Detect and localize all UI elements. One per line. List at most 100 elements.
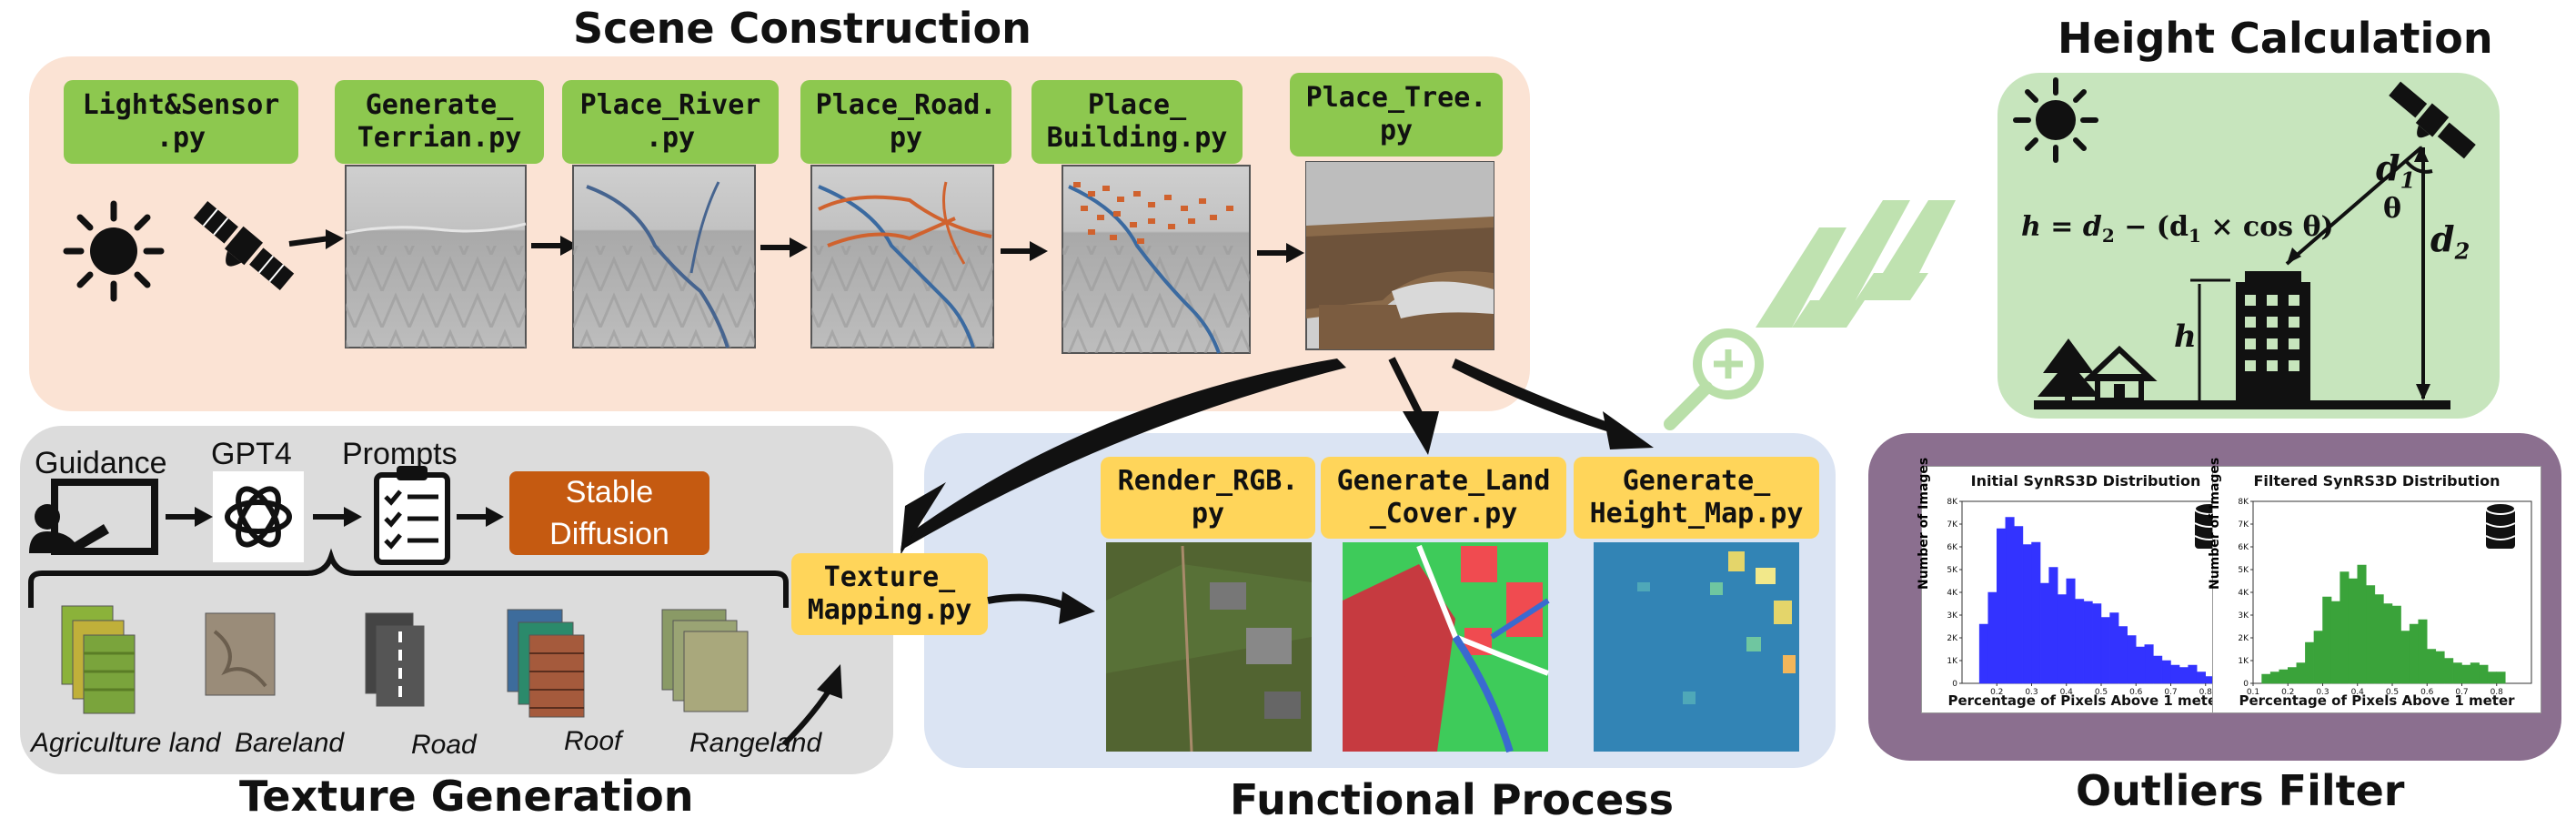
outliers-filter-title: Outliers Filter (2076, 766, 2405, 815)
checklist-icon (374, 466, 450, 565)
d2-label: d2 (2430, 218, 2470, 265)
histogram-bar (2109, 612, 2119, 684)
x-tick-label: 0.2 (1990, 688, 2003, 697)
y-tick-label: 1K (2238, 657, 2249, 666)
x-tick-label: 0.4 (2351, 688, 2365, 697)
histogram-bar (2313, 631, 2323, 684)
histogram-bar (2444, 658, 2454, 684)
texture-generation-panel (20, 426, 893, 774)
histogram-bar (2039, 582, 2049, 684)
y-tick-label: 4K (2238, 589, 2249, 598)
gpt4-logo-icon (213, 471, 304, 562)
agriculture-texture (61, 605, 136, 714)
guidance-label: Guidance (35, 446, 167, 480)
y-tick-label: 1K (1947, 657, 1958, 666)
y-tick-label: 8K (2238, 498, 2249, 507)
x-tick-label: 0.5 (2386, 688, 2399, 697)
sun-icon (63, 200, 165, 302)
height-formula: h = d2 − (d1 × cos θ) (2021, 211, 2334, 247)
generate-land-cover-step: Generate_Land _Cover.py (1321, 457, 1566, 539)
histogram-bar (2288, 667, 2298, 684)
histogram-bar (2100, 617, 2110, 684)
light-sensor-step: Light&Sensor .py (64, 80, 298, 164)
zoom-in-icon (1664, 328, 1764, 430)
histogram-bar (2435, 651, 2445, 684)
histogram-bar (2127, 635, 2137, 684)
filtered-chart-title: Filtered SynRS3D Distribution (2253, 472, 2501, 490)
river-tile (572, 165, 756, 348)
arrow-satellite-terrain (288, 236, 330, 247)
histogram-bar (2479, 664, 2489, 684)
histogram-bar (2496, 671, 2506, 684)
satellite-icon (193, 200, 295, 291)
place-road-step: Place_Road. py (800, 80, 1011, 164)
histogram-bar (2374, 594, 2384, 684)
texture-generation-title: Texture Generation (239, 772, 694, 821)
sun-icon (2013, 77, 2098, 163)
histogram-bar (2196, 671, 2206, 684)
histogram-bar (2136, 646, 2146, 684)
road-label: Road (411, 730, 477, 760)
gpt4-label: GPT4 (211, 437, 292, 471)
functional-process-title: Functional Process (1230, 775, 1675, 824)
histogram-bar (2161, 660, 2171, 684)
presentation-icon (29, 479, 158, 555)
y-tick-label: 7K (2238, 520, 2249, 530)
tree-tile (1305, 161, 1494, 350)
theta-label: θ (2383, 193, 2402, 225)
house-icon (2081, 345, 2158, 403)
roof-texture (507, 609, 585, 718)
histogram-bar (2305, 641, 2315, 684)
y-tick-label: 2K (2238, 634, 2249, 643)
histogram-bar (2340, 571, 2350, 684)
histogram-bar (2427, 649, 2437, 684)
y-tick-label: 3K (2238, 611, 2249, 621)
satellite-icon (2389, 81, 2476, 159)
histogram-bar (2083, 601, 2093, 684)
histogram-bar (2118, 626, 2128, 684)
x-tick-label: 0.5 (2095, 688, 2108, 697)
initial-chart-xlabel: Percentage of Pixels Above 1 meter (1947, 692, 2224, 709)
histogram-bar (2092, 603, 2102, 684)
land-cover-image (1343, 542, 1550, 753)
histogram-bar (2022, 544, 2032, 684)
histogram-bar (2269, 671, 2279, 684)
terrain-tile (345, 165, 527, 348)
x-tick-label: 0.3 (2316, 688, 2329, 697)
place-tree-step: Place_Tree. py (1290, 73, 1503, 157)
histogram-bar (2261, 673, 2271, 684)
initial-chart-title: Initial SynRS3D Distribution (1970, 472, 2201, 490)
histogram-bar (2057, 594, 2067, 684)
texture-generation-graphics (28, 466, 842, 747)
texture-mapping-step: Texture_ Mapping.py (791, 553, 988, 635)
x-tick-label: 0.6 (2420, 688, 2434, 697)
histogram-bar (2179, 667, 2189, 684)
y-tick-label: 3K (1947, 611, 1958, 621)
x-tick-label: 0.8 (2490, 688, 2504, 697)
histogram-bar (2153, 655, 2163, 684)
stable-diffusion-box: Stable Diffusion (509, 471, 709, 555)
y-tick-label: 0 (2243, 680, 2249, 689)
x-tick-label: 0.3 (2025, 688, 2038, 697)
histogram-bar (2409, 623, 2419, 684)
x-tick-label: 0.6 (2129, 688, 2143, 697)
generate-height-map-step: Generate_ Height_Map.py (1574, 457, 1819, 539)
y-tick-label: 5K (2238, 566, 2249, 575)
place-building-step: Place_ Building.py (1031, 80, 1243, 164)
initial-distribution-chart: Initial SynRS3D Distribution Number of I… (1917, 458, 2250, 713)
histogram-bar (2170, 664, 2180, 684)
rangeland-texture (661, 609, 749, 712)
y-tick-label: 0 (1952, 680, 1957, 689)
histogram-bar (2400, 631, 2410, 684)
y-tick-label: 5K (1947, 566, 1958, 575)
filtered-distribution-chart: Filtered SynRS3D Distribution Number of … (2208, 458, 2541, 713)
histogram-bar (2005, 517, 2015, 684)
histogram-bar (2470, 662, 2480, 684)
histogram-bar (2031, 541, 2041, 684)
zoom-chevrons-decoration (1664, 200, 1956, 430)
scene-construction-graphics (63, 161, 1494, 354)
histogram-bar (1978, 623, 1988, 684)
